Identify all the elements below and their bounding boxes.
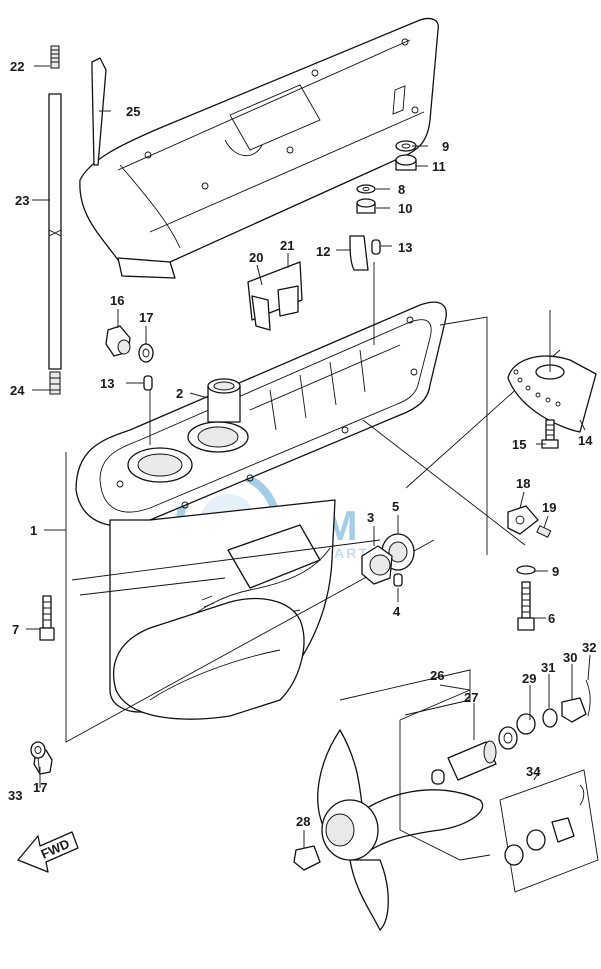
bolt-6 xyxy=(516,565,536,631)
seal-bearing-3-5 xyxy=(361,533,415,587)
callout-21: 21 xyxy=(280,238,294,253)
callout-1: 1 xyxy=(30,523,37,538)
callout-9-top: 9 xyxy=(442,139,449,154)
shift-rod xyxy=(48,45,62,395)
callout-2: 2 xyxy=(176,386,183,401)
callout-9-bottom: 9 xyxy=(552,564,559,579)
callout-12: 12 xyxy=(316,244,330,259)
callout-27: 27 xyxy=(464,690,478,705)
leader-lines xyxy=(26,65,591,848)
callout-34: 34 xyxy=(526,764,541,779)
callout-18: 18 xyxy=(516,476,530,491)
callout-26: 26 xyxy=(430,668,444,683)
callout-28: 28 xyxy=(296,814,310,829)
gear-case xyxy=(75,301,447,720)
callout-31: 31 xyxy=(541,660,555,675)
callout-3: 3 xyxy=(367,510,374,525)
callout-11: 11 xyxy=(432,159,446,174)
callout-20: 20 xyxy=(249,250,263,265)
callout-16: 16 xyxy=(110,293,124,308)
callout-32: 32 xyxy=(582,640,596,655)
callout-22: 22 xyxy=(10,59,24,74)
upper-cover xyxy=(79,17,439,279)
callout-30: 30 xyxy=(563,650,577,665)
callout-14: 14 xyxy=(578,433,593,448)
bolt-15 xyxy=(541,419,559,449)
callout-13-mid: 13 xyxy=(100,376,114,391)
bolt-7 xyxy=(39,595,55,641)
callout-10: 10 xyxy=(398,201,412,216)
anode-18-19 xyxy=(507,505,552,538)
callout-7: 7 xyxy=(12,622,19,637)
callout-17-top: 17 xyxy=(139,310,153,325)
thrust-hardware xyxy=(399,679,591,861)
callout-6: 6 xyxy=(548,611,555,626)
plug-16-17 xyxy=(105,325,154,391)
callout-23: 23 xyxy=(15,193,29,208)
callout-13-top: 13 xyxy=(398,240,412,255)
callout-labels: 22 25 23 24 9 11 8 10 12 13 20 21 16 17 … xyxy=(8,59,596,829)
plug-33-17 xyxy=(30,741,53,775)
kit-34 xyxy=(499,769,599,893)
fwd-arrow: FWD xyxy=(17,831,79,873)
callout-33: 33 xyxy=(8,788,22,803)
nuts-washers xyxy=(356,140,417,214)
trim-tab-14 xyxy=(507,310,597,433)
callout-25: 25 xyxy=(126,104,140,119)
callout-29: 29 xyxy=(522,671,536,686)
callout-17-bottom: 17 xyxy=(33,780,47,795)
callout-15: 15 xyxy=(512,437,526,452)
clip-12 xyxy=(349,235,381,271)
callout-19: 19 xyxy=(542,500,556,515)
callout-8: 8 xyxy=(398,182,405,197)
bracket-20-21 xyxy=(247,261,303,331)
callout-24: 24 xyxy=(10,383,25,398)
callout-5: 5 xyxy=(392,499,399,514)
callout-4: 4 xyxy=(393,604,401,619)
propeller xyxy=(293,669,484,931)
